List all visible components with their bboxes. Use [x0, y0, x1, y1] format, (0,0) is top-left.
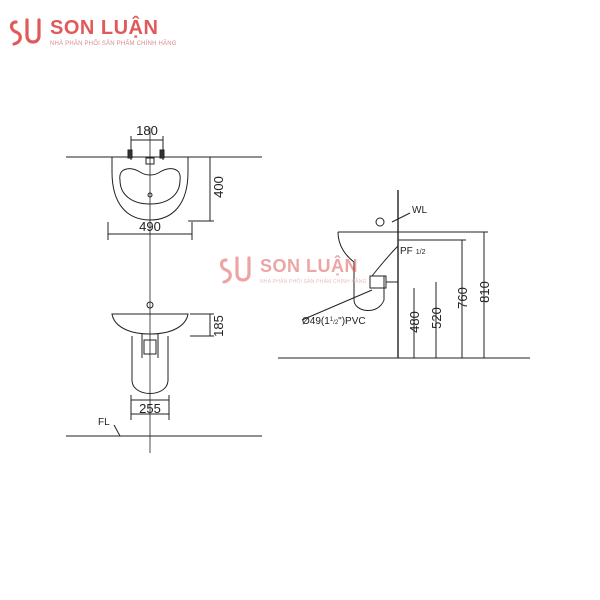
tap-left-icon — [127, 149, 133, 159]
watermark-name: SON LUẬN — [260, 256, 358, 276]
basin-top-outline — [111, 157, 189, 221]
watermark: SON LUẬN NHÀ PHÂN PHỐI SẢN PHẨM CHÍNH HÃ… — [218, 256, 367, 286]
pedestal-pipes — [141, 334, 159, 358]
basin-front — [111, 313, 189, 335]
height-760-label: 760 — [455, 287, 470, 309]
height-520-label: 520 — [429, 307, 444, 329]
watermark-logo-icon — [219, 256, 251, 284]
brand-name: SON LUẬN — [50, 17, 159, 39]
side-pedestal — [353, 262, 385, 311]
height-810-label: 810 — [477, 281, 492, 303]
tap-right-icon — [159, 149, 165, 159]
drain-hole — [147, 192, 153, 198]
basin-bowl — [119, 168, 181, 205]
brand-logo: SON LUẬN NHÀ PHÂN PHỐI SẢN PHẨM CHÍNH HÃ… — [8, 18, 177, 48]
trap-icon — [143, 339, 157, 355]
basin-height-label: 185 — [211, 315, 226, 337]
front-tap-icon — [146, 301, 154, 309]
tap-spacing-label: 180 — [136, 123, 158, 138]
height-480-label: 480 — [407, 311, 422, 333]
drain-label: Ø49(11/2")PVC — [302, 316, 366, 327]
brand-logo-icon — [9, 18, 41, 46]
floor-label: FL — [98, 417, 110, 428]
depth-label: 400 — [211, 176, 226, 198]
wall-label: WL — [412, 205, 427, 216]
brand-tagline: NHÀ PHÂN PHỐI SẢN PHẨM CHÍNH HÃNG — [50, 41, 177, 47]
pedestal-width-label: 255 — [139, 401, 161, 416]
side-tap-icon — [375, 217, 385, 227]
pedestal-outline — [131, 336, 169, 394]
watermark-tagline: NHÀ PHÂN PHỐI SẢN PHẨM CHÍNH HÃNG — [260, 279, 367, 285]
side-basin-top — [338, 231, 399, 277]
width-label: 490 — [139, 219, 161, 234]
faucet-icon — [145, 157, 155, 165]
